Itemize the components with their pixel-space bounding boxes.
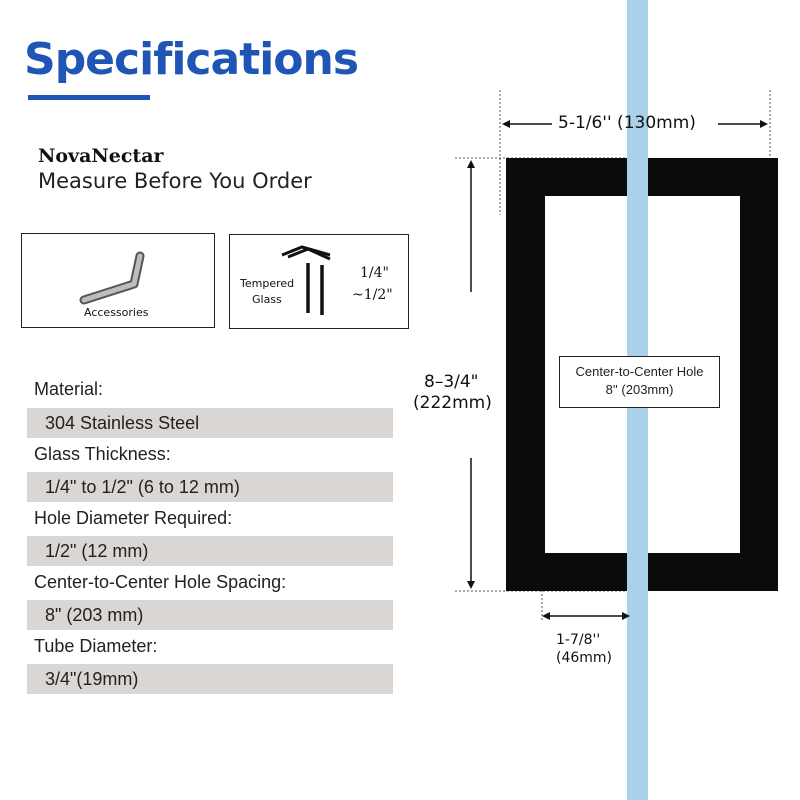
thickness-max: ~1/2" (352, 287, 393, 303)
projection-dimension: 1-7/8'' (556, 632, 601, 648)
glass-thickness-box: Tempered Glass 1/4" ~1/2" (229, 234, 409, 329)
brand-name: NovaNectar (38, 145, 164, 167)
handle-right (648, 158, 778, 591)
hole-callout-value: 8'' (203mm) (605, 382, 674, 397)
allen-key-icon (79, 251, 145, 305)
thickness-min: 1/4" (360, 265, 389, 281)
spec-value-glass-thickness: 1/4" to 1/2" (6 to 12 mm) (27, 472, 393, 502)
spec-value-hole-spacing: 8" (203 mm) (27, 600, 393, 630)
spec-label-hole-diameter: Hole Diameter Required: (34, 508, 233, 528)
spec-label-tube-diameter: Tube Diameter: (34, 636, 158, 656)
spec-label-hole-spacing: Center-to-Center Hole Spacing: (34, 572, 287, 592)
spec-label-glass-thickness: Glass Thickness: (34, 444, 171, 464)
tagline: Measure Before You Order (38, 169, 312, 193)
accessories-box: Accessories (21, 233, 215, 328)
height-dimension: 8–3/4" (424, 372, 479, 392)
hole-spacing-callout: Center-to-Center Hole 8'' (203mm) (559, 356, 720, 408)
title-underline (28, 95, 150, 100)
glass-label: Glass (252, 293, 282, 306)
handle-left (506, 158, 627, 591)
tempered-label: Tempered (240, 277, 295, 290)
accessories-label: Accessories (84, 306, 149, 319)
page-title: Specifications (24, 34, 359, 85)
spec-value-hole-diameter: 1/2" (12 mm) (27, 536, 393, 566)
projection-dimension-mm: (46mm) (556, 650, 613, 666)
spec-value-material: 304 Stainless Steel (27, 408, 393, 438)
spec-value-tube-diameter: 3/4"(19mm) (27, 664, 393, 694)
glass-panel-icon (281, 245, 331, 315)
width-dimension: 5-1/6'' (130mm) (558, 113, 696, 133)
spec-label-material: Material: (34, 379, 104, 399)
height-dimension-mm: (222mm) (413, 393, 492, 413)
hole-callout-title: Center-to-Center Hole (575, 364, 704, 379)
